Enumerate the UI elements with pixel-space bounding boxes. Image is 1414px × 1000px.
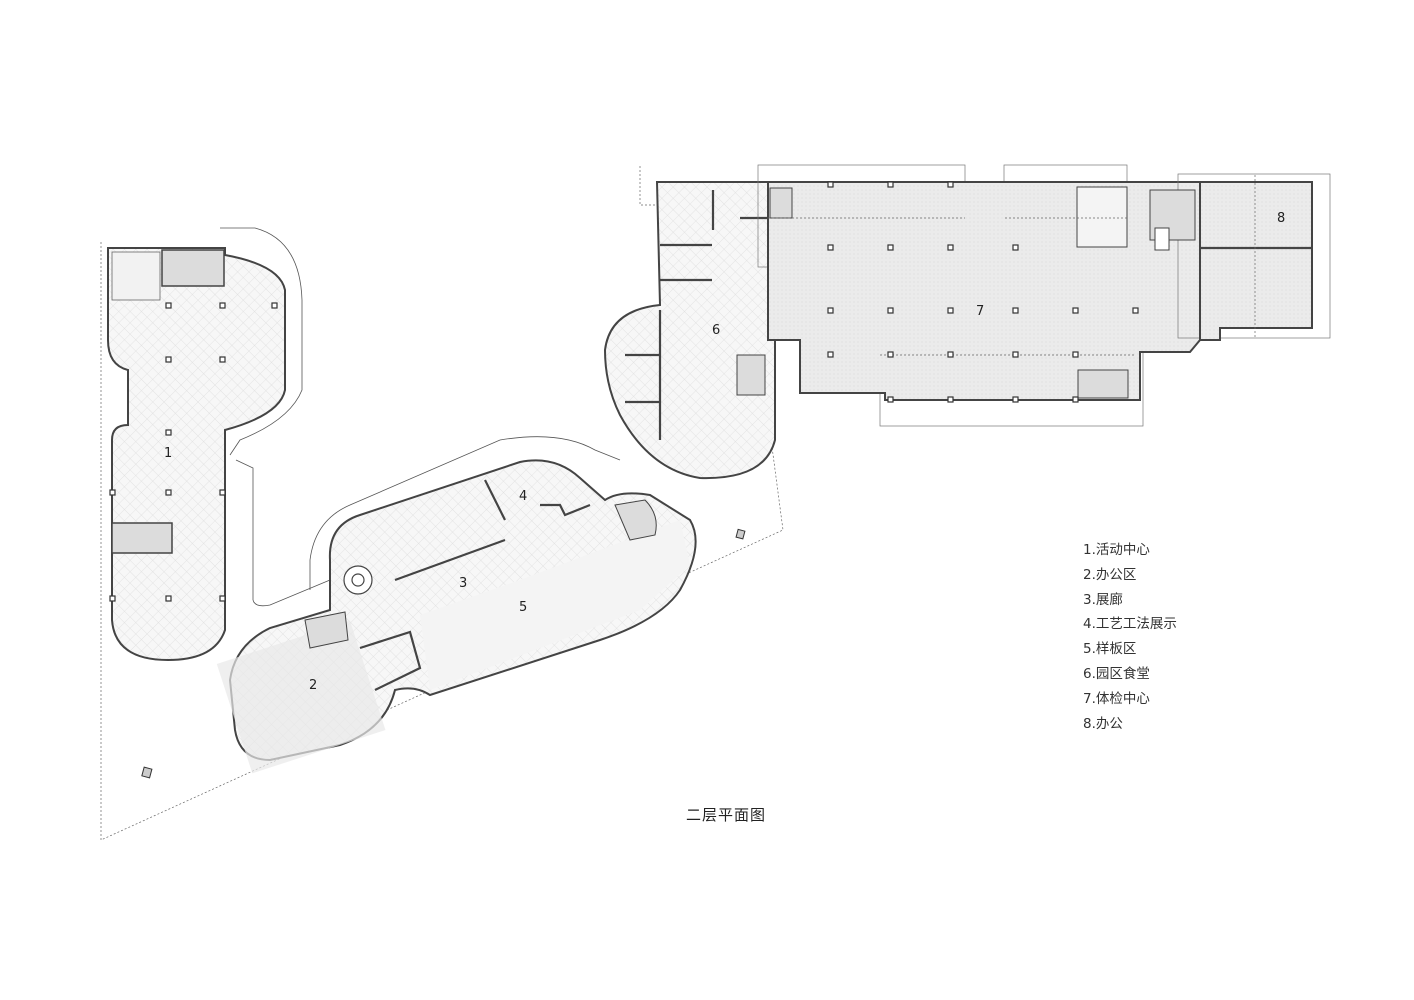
building-activity-center: 1 — [107, 247, 286, 662]
legend-item-5: 5.样板区 — [1083, 641, 1137, 658]
site-marker — [141, 766, 153, 779]
site-marker — [735, 528, 746, 540]
legend-item-6: 6.园区食堂 — [1083, 665, 1150, 682]
legend-item-8: 8.办公 — [1083, 715, 1123, 732]
building-office: 8 — [1149, 173, 1331, 341]
room-label-8: 8 — [1277, 211, 1285, 226]
room-label-7: 7 — [976, 304, 984, 319]
site-boundary — [100, 165, 784, 841]
building-gallery-office: 2 3 4 5 — [216, 459, 697, 774]
building-canteen: 6 — [603, 181, 776, 480]
room-label-4: 4 — [519, 489, 527, 504]
columns-building-1 — [109, 302, 278, 602]
drawing-title: 二层平面图 — [686, 806, 767, 824]
columns-building-7 — [827, 181, 1139, 403]
building-health-center: 7 — [757, 164, 1201, 427]
room-label-3: 3 — [459, 576, 467, 591]
room-label-1: 1 — [164, 446, 172, 461]
legend-item-4: 4.工艺工法展示 — [1083, 616, 1177, 633]
legend-item-3: 3.展廊 — [1083, 591, 1123, 608]
room-label-2: 2 — [309, 678, 317, 693]
legend-item-2: 2.办公区 — [1083, 566, 1137, 583]
legend-item-1: 1.活动中心 — [1083, 542, 1150, 558]
legend: 1.活动中心 2.办公区 3.展廊 4.工艺工法展示 5.样板区 6.园区食堂 … — [1083, 538, 1177, 736]
legend-item-7: 7.体检中心 — [1083, 690, 1150, 707]
room-label-5: 5 — [519, 600, 527, 615]
room-label-6: 6 — [712, 323, 720, 338]
